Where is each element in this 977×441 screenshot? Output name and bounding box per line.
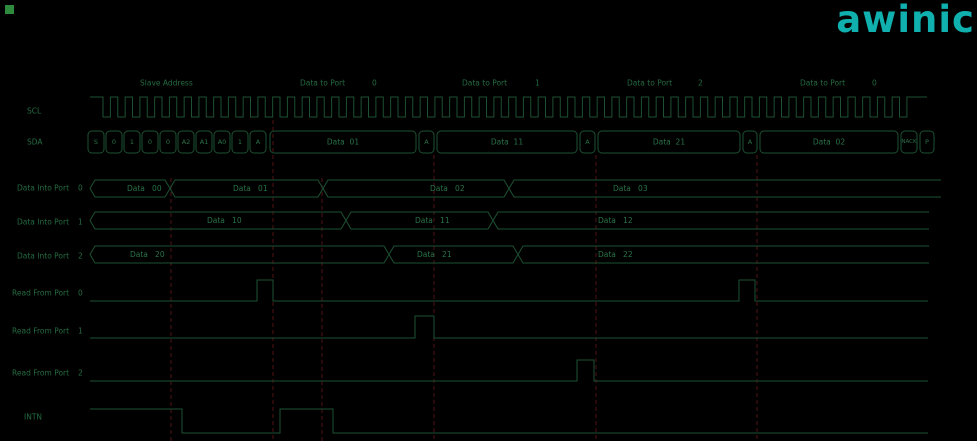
sda-bit-box-label: 0	[112, 138, 116, 146]
sda-bit-box-label: 1	[238, 138, 242, 146]
sda-bit-box	[231, 130, 249, 154]
sda-bit-box-label: A	[256, 138, 261, 146]
sda-bit-box-label: A1	[200, 138, 209, 146]
top-label: Data to Port	[627, 79, 672, 88]
bus-row-port-number: 0	[78, 184, 83, 193]
sda-data-box-label: Data 21	[653, 138, 685, 147]
top-label-port-number: 0	[872, 79, 877, 88]
read-pulse-waveform-port0	[90, 279, 928, 302]
bus-segment-label: Data 21	[417, 250, 452, 259]
bus-segment-label: Data 02	[430, 184, 465, 193]
sda-bit-box	[213, 130, 231, 154]
sda-ack-box-label: P	[925, 138, 929, 146]
sda-ack-box-label: NACK	[901, 139, 917, 145]
top-label-port-number: 2	[698, 79, 703, 88]
top-label: Data to Port	[300, 79, 345, 88]
awinic-logo: awinic	[836, 0, 975, 41]
sda-ack-box-label: A	[748, 138, 753, 146]
read-pulse-waveform-port2	[90, 359, 928, 382]
sda-bit-box	[195, 130, 213, 154]
bus-segment-port0	[508, 179, 941, 198]
top-label: Data to Port	[462, 79, 507, 88]
top-label-port-number: 0	[372, 79, 377, 88]
sda-ack-box-label: A	[585, 138, 590, 146]
read-row-port-number: 1	[78, 327, 83, 336]
read-row-label: Read From Port	[12, 289, 69, 298]
bus-segment-label: Data 22	[598, 250, 633, 259]
read-row-label: Read From Port	[12, 369, 69, 378]
bus-segment-label: Data 20	[130, 250, 165, 259]
bus-segment-port0	[322, 179, 510, 198]
bus-row-label: Data Into Port	[17, 184, 69, 193]
sda-data-box	[269, 130, 417, 154]
sda-data-box	[597, 130, 741, 154]
read-row-label: Read From Port	[12, 327, 69, 336]
bus-segment-port2	[517, 245, 929, 264]
corner-mark	[5, 5, 14, 14]
sda-data-box-label: Data 02	[813, 138, 845, 147]
sda-ack-box	[900, 130, 918, 154]
bus-row-label: Data Into Port	[17, 252, 69, 261]
bus-segment-label: Data 01	[233, 184, 268, 193]
sda-bit-box	[159, 130, 177, 154]
sda-bit-box-label: A2	[182, 138, 191, 146]
sda-bit-box-label: 1	[130, 138, 134, 146]
bus-segment-label: Data 00	[127, 184, 162, 193]
bus-row-port-number: 2	[78, 252, 83, 261]
scl-label: SCL	[27, 107, 42, 116]
sda-data-box-label: Data 11	[491, 138, 523, 147]
bus-segment-port1	[492, 211, 929, 230]
sda-bit-box-label: 0	[166, 138, 170, 146]
scl-waveform	[90, 96, 927, 118]
bus-segment-label: Data 11	[415, 216, 450, 225]
sda-ack-box	[742, 130, 758, 154]
sda-bit-box	[249, 130, 267, 154]
read-row-port-number: 0	[78, 289, 83, 298]
sda-data-box	[436, 130, 578, 154]
sda-data-box	[759, 130, 899, 154]
intn-label: INTN	[24, 413, 42, 422]
bus-segment-port2	[388, 245, 519, 264]
top-label: Data to Port	[800, 79, 845, 88]
bus-segment-label: Data 03	[613, 184, 648, 193]
sda-ack-box	[919, 130, 935, 154]
sda-bit-box	[141, 130, 159, 154]
sda-bit-box-label: A0	[218, 138, 227, 146]
sda-bit-box	[123, 130, 141, 154]
bus-segment-label: Data 12	[598, 216, 633, 225]
bus-segment-label: Data 10	[207, 216, 242, 225]
read-row-port-number: 2	[78, 369, 83, 378]
bus-row-label: Data Into Port	[17, 218, 69, 227]
bus-row-port-number: 1	[78, 218, 83, 227]
top-label-port-number: 1	[535, 79, 540, 88]
sda-data-box-label: Data 01	[327, 138, 359, 147]
sda-bit-box-label: 0	[148, 138, 152, 146]
sda-bit-box-label: S	[94, 138, 98, 146]
sda-ack-box	[579, 130, 596, 154]
sda-bit-box	[177, 130, 195, 154]
intn-waveform	[90, 408, 928, 434]
sda-bit-box	[87, 130, 105, 154]
sda-ack-box	[418, 130, 435, 154]
sda-label: SDA	[27, 138, 43, 147]
sda-bit-box	[105, 130, 123, 154]
top-label: Slave Address	[140, 79, 193, 88]
read-pulse-waveform-port1	[90, 315, 928, 339]
sda-ack-box-label: A	[424, 138, 429, 146]
